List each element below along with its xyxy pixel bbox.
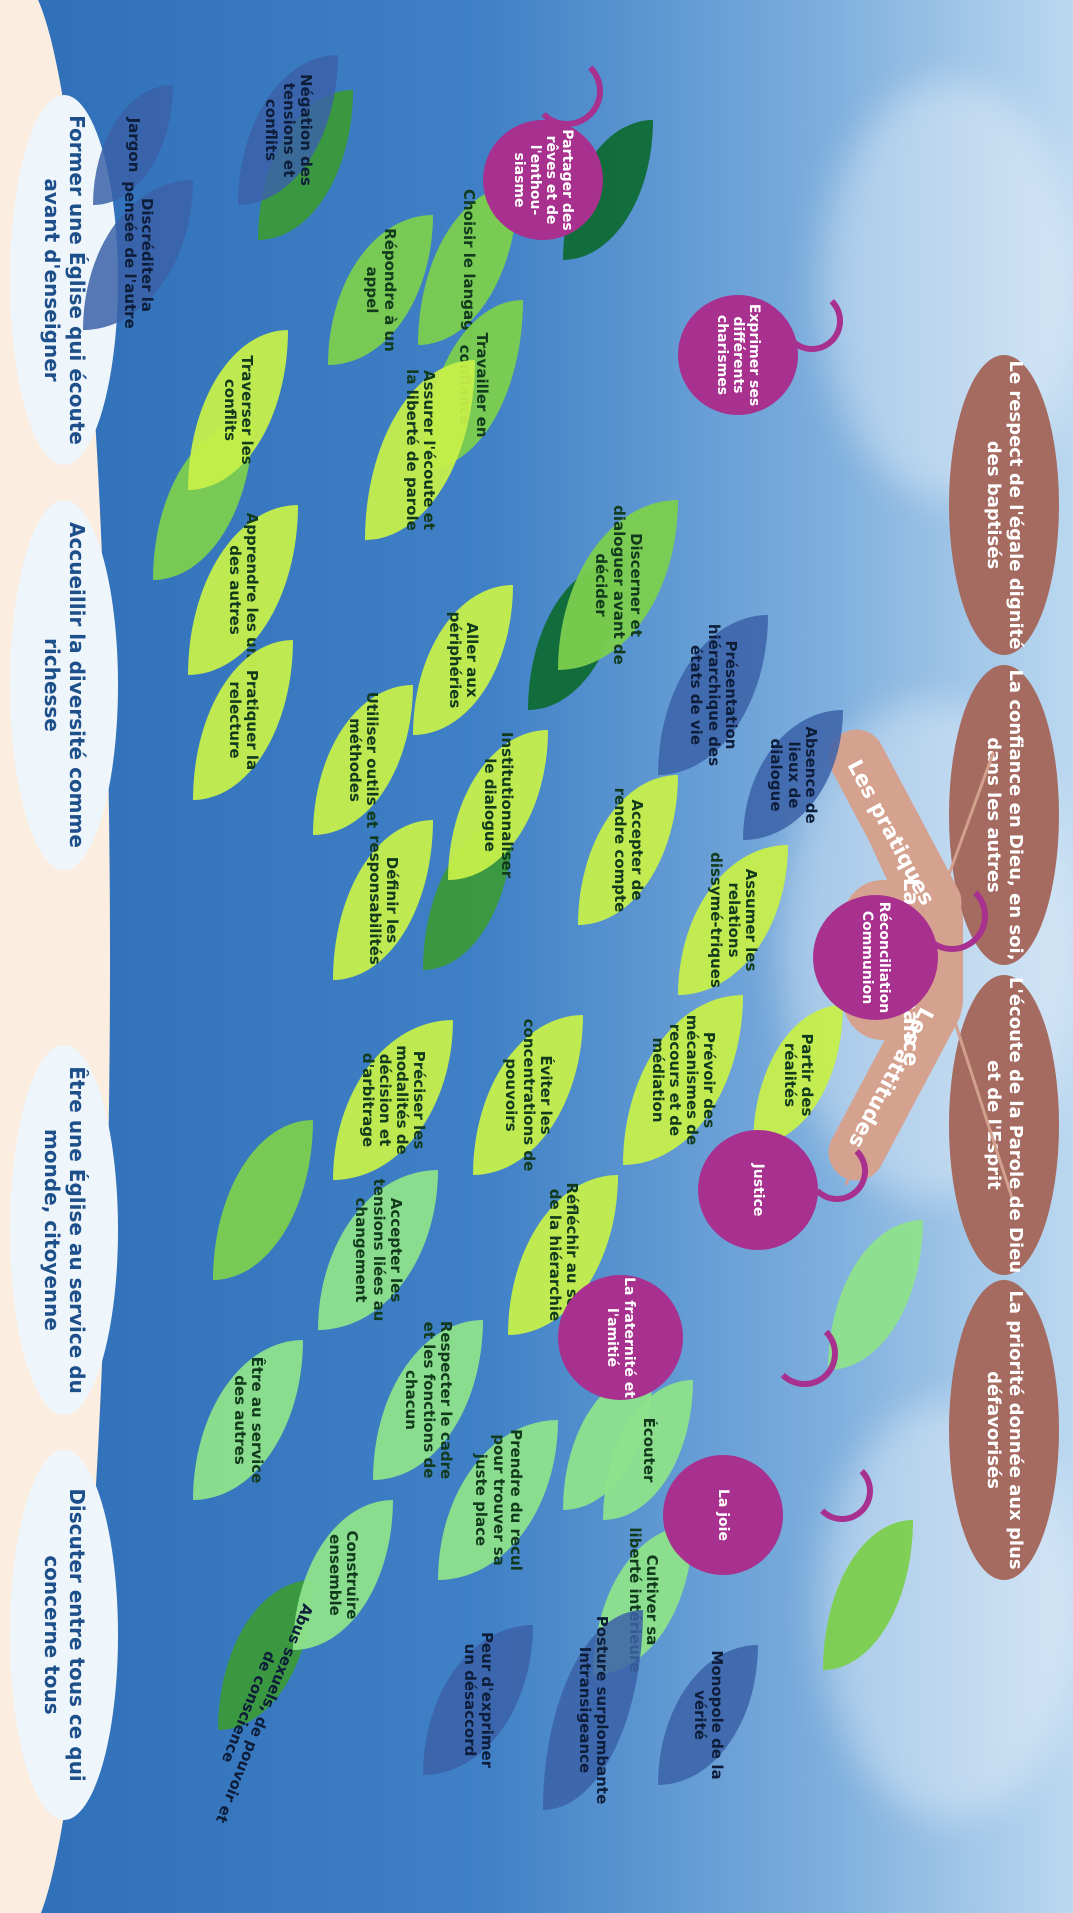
fruit-dreams: Partager des rêves et de l'enthou-siasme — [483, 120, 603, 240]
fruit-justice: Justice — [698, 1130, 818, 1250]
fruit-joy: La joie — [663, 1455, 783, 1575]
practice-listening-freedom: Assurer l'écoute et la liberté de parole — [403, 369, 439, 531]
goal-diversity: Accueillir la diversité comme richesse — [10, 500, 118, 870]
leaf — [823, 1520, 913, 1670]
attitude-serve-others: Être au service des autres — [231, 1356, 267, 1484]
obstacle-overhanging-posture: Posture surplombante Intransigeance — [576, 1615, 612, 1805]
obstacle-discredit: Discréditer la pensée de l'autre — [121, 181, 157, 329]
value-dignity: Le respect de l'égale dignité des baptis… — [949, 355, 1059, 655]
practice-define-responsibilities: Définir les responsabilités — [366, 835, 402, 965]
practice-accountability: Accepter de rendre compte — [611, 787, 647, 913]
leaf — [213, 1120, 313, 1280]
fruit-curl — [811, 1460, 873, 1522]
practice-cross-conflicts: Traverser les conflits — [221, 355, 257, 465]
fruit-curl — [531, 55, 603, 127]
obstacle-no-dialogue-places: Absence de lieux de dialogue — [767, 726, 820, 824]
goal-service: Être une Église au service du monde, cit… — [10, 1045, 118, 1415]
attitude-accept-tensions: Accepter les tensions liées au changemen… — [352, 1178, 405, 1322]
practice-tools-methods: Utiliser outils et méthodes — [346, 691, 382, 829]
obstacle-fear-disagreement: Peur d'exprimer un désaccord — [461, 1631, 497, 1769]
practice-asymmetric-relations: Assumer les relations dissymé-triques — [707, 852, 760, 988]
fruit-reconciliation: Réconciliation Communion — [813, 895, 938, 1020]
value-poor: La priorité donnée aux plus défavorisés — [949, 1280, 1059, 1580]
fruit-fraternity: La fraternité et l'amitié — [558, 1275, 683, 1400]
fruit-curl — [771, 1320, 838, 1387]
goal-discuss: Discuter entre tous ce qui concerne tous — [10, 1450, 118, 1820]
attitude-start-realities: Partir des réalités — [781, 1033, 817, 1117]
attitude-decision-arbitration: Préciser les modalités de décision et d'… — [358, 1045, 429, 1155]
attitude-step-back: Prendre du recul pour trouver sa juste p… — [472, 1429, 525, 1571]
value-word: L'écoute de la Parole de Dieu et de l'Es… — [949, 975, 1059, 1275]
fruit-charisms: Exprimer ses différents charismes — [678, 295, 798, 415]
obstacle-monopoly-truth: Monopole de la vérité — [691, 1650, 727, 1780]
practice-rereading: Pratiquer la relecture — [226, 669, 262, 771]
practice-peripheries: Aller aux périphéries — [446, 611, 482, 709]
practice-institutionalize-dialogue: Institutionnaliser le dialogue — [481, 731, 517, 879]
obstacle-denial-tensions: Négation des tensions et conflits — [262, 74, 315, 186]
practice-respond-call: Répondre à un appel — [363, 228, 399, 352]
attitude-avoid-concentration: Éviter les concentrations de pouvoirs — [502, 1018, 555, 1172]
leaf — [828, 1220, 923, 1370]
